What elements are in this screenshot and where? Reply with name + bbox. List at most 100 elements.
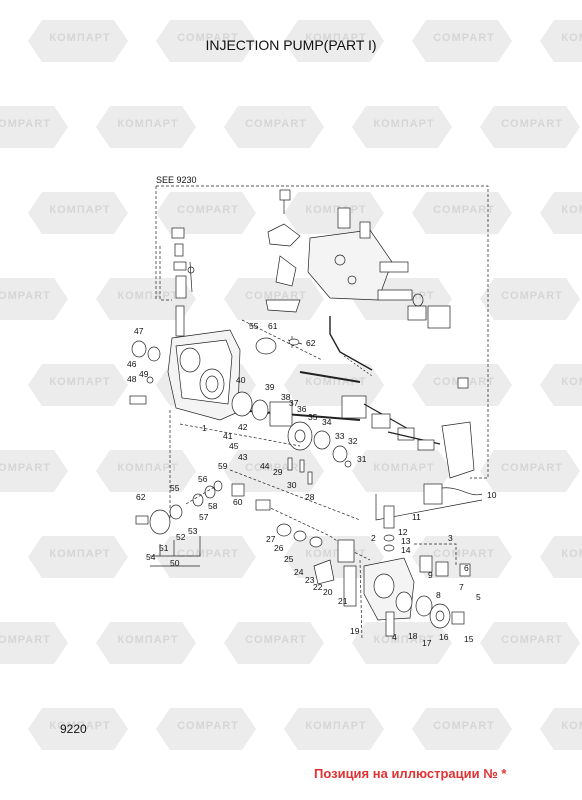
watermark-text: COMPART [433,204,495,216]
watermark-text: КОМПАРТ [373,462,435,474]
part-label-36: 36 [297,404,307,414]
watermark-text: КОМПАРТ [561,204,582,216]
watermark-hex-shape [284,20,384,62]
watermark-text: COMPART [501,118,563,130]
watermark-hex-shape [28,192,128,234]
watermark-text: COMPART [501,290,563,302]
watermark-hex-shape [0,278,68,320]
watermark-tile: КОМПАРТ [88,450,208,492]
watermark-tile: COMPART [472,106,582,148]
watermark-text: КОМПАРТ [49,548,111,560]
part-label-21: 21 [338,596,348,606]
watermark-tile: COMPART [0,450,80,492]
part-label-17: 17 [422,638,432,648]
watermark-text: КОМПАРТ [561,376,582,388]
part-label-9: 9 [428,570,433,580]
part-label-54: 54 [146,552,156,562]
watermark-tile: COMPART [0,278,80,320]
part-label-1: 1 [202,423,207,433]
part-label-30: 30 [287,480,297,490]
watermark-hex-shape [156,536,256,578]
watermark-hex-shape [412,20,512,62]
watermark-text: КОМПАРТ [305,376,367,388]
watermark-text: КОМПАРТ [49,32,111,44]
part-label-8: 8 [436,590,441,600]
part-label-58: 58 [208,501,218,511]
watermark-text: COMPART [0,634,51,646]
part-label-62-b: 62 [136,492,146,502]
watermark-text: COMPART [177,32,239,44]
watermark-tile: COMPART [216,278,336,320]
part-label-13: 13 [401,536,411,546]
watermark-tile: КОМПАРТ [88,106,208,148]
watermark-tile: COMPART [404,20,524,62]
part-label-3: 3 [448,533,453,543]
watermark-tile: КОМПАРТ [532,20,582,62]
watermark-hex-shape [352,106,452,148]
part-label-11: 11 [412,512,421,522]
watermark-tile: КОМПАРТ [532,364,582,406]
watermark-hex-shape [0,106,68,148]
watermark-text: COMPART [433,548,495,560]
watermark-hex-shape [284,708,384,750]
part-label-6: 6 [464,563,469,573]
part-label-18: 18 [408,631,418,641]
watermark-tile: КОМПАРТ [532,536,582,578]
watermark-tile: КОМПАРТ [276,708,396,750]
part-label-61: 61 [268,321,278,331]
watermark-hex-shape [96,622,196,664]
part-label-42: 42 [238,422,248,432]
watermark-hex-shape [28,20,128,62]
part-label-7: 7 [459,582,464,592]
part-label-22: 22 [313,582,323,592]
watermark-hex-shape [224,278,324,320]
part-label-23: 23 [305,575,315,585]
position-caption: Позиция на иллюстрации № * [314,766,507,781]
watermark-hex-shape [156,20,256,62]
part-label-29: 29 [273,467,283,477]
watermark-tile: COMPART [0,106,80,148]
watermark-text: КОМПАРТ [561,548,582,560]
watermark-text: КОМПАРТ [117,118,179,130]
part-label-62: 62 [306,338,316,348]
part-label-2: 2 [371,533,376,543]
part-label-12: 12 [398,527,408,537]
part-label-52: 52 [176,532,186,542]
watermark-tile: COMPART [216,106,336,148]
watermark-text: КОМПАРТ [305,204,367,216]
watermark-tile: COMPART [216,622,336,664]
part-label-48: 48 [127,374,137,384]
watermark-text: COMPART [177,204,239,216]
part-label-33: 33 [335,431,345,441]
watermark-hex-shape [0,622,68,664]
watermark-hex-shape [96,106,196,148]
watermark-text: COMPART [433,32,495,44]
watermark-hex-shape [156,192,256,234]
part-label-40: 40 [236,375,246,385]
watermark-hex-shape [28,708,128,750]
watermark-hex-shape [224,106,324,148]
part-label-57: 57 [199,512,209,522]
watermark-text: КОМПАРТ [373,118,435,130]
watermark-text: COMPART [245,290,307,302]
part-label-14: 14 [401,545,411,555]
watermark-text: COMPART [0,118,51,130]
part-label-5: 5 [476,592,481,602]
watermark-text: COMPART [0,290,51,302]
part-label-4: 4 [392,632,397,642]
watermark-hex-shape [0,450,68,492]
watermark-text: КОМПАРТ [117,290,179,302]
watermark-hex-shape [412,708,512,750]
watermark-text: COMPART [501,462,563,474]
part-label-25: 25 [284,554,294,564]
part-label-44: 44 [260,461,270,471]
watermark-text: COMPART [433,720,495,732]
part-label-20: 20 [323,587,333,597]
part-label-45: 45 [229,441,239,451]
part-label-15: 15 [464,634,474,644]
part-label-16: 16 [439,632,449,642]
watermark-text: КОМПАРТ [305,720,367,732]
watermark-text: КОМПАРТ [117,462,179,474]
watermark-hex-shape [28,364,128,406]
